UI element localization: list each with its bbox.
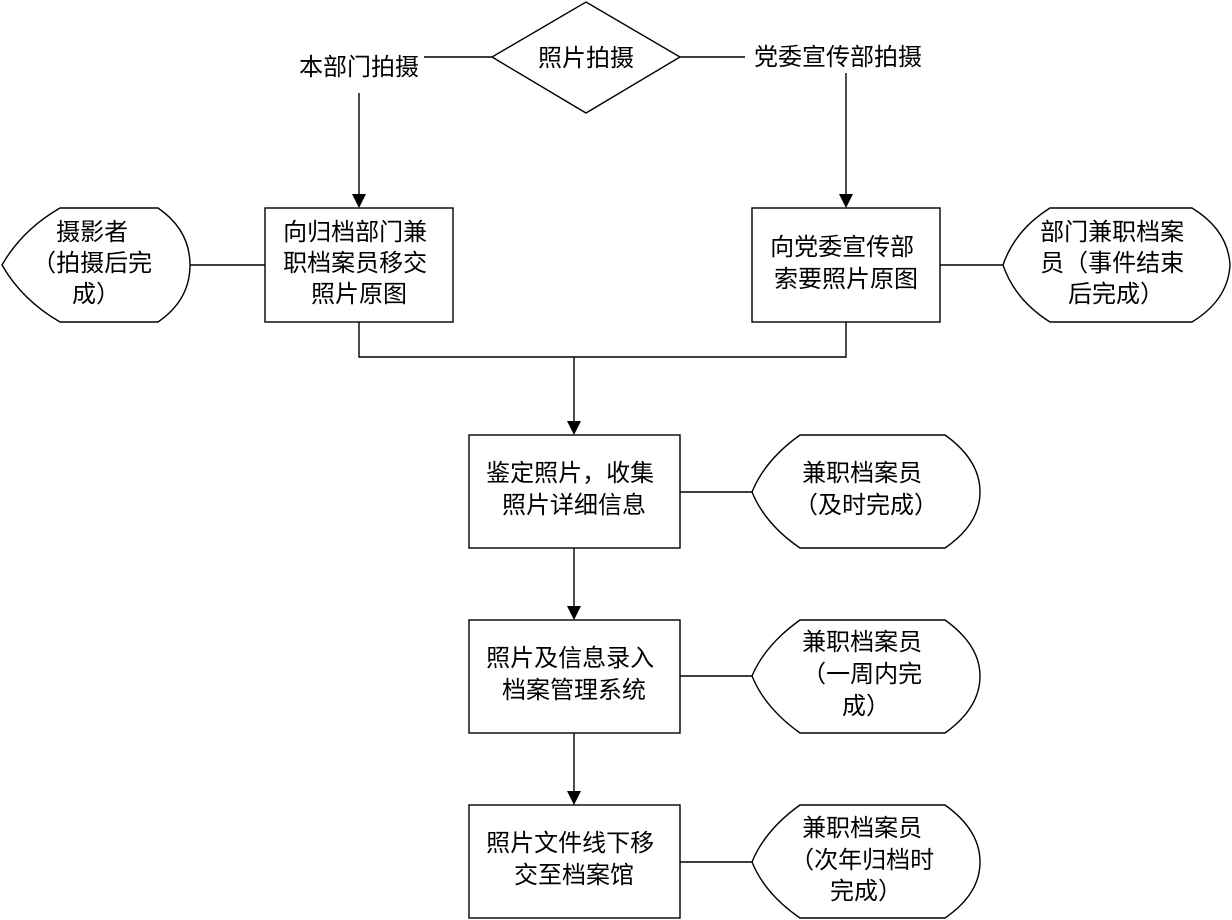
arrowhead-step3 xyxy=(567,606,581,620)
actor-archivist-timely xyxy=(751,434,981,549)
decision-label: 照片拍摄 xyxy=(538,44,634,72)
actor-archivist-week xyxy=(751,619,981,734)
arrowhead-step4 xyxy=(567,791,581,805)
arrowhead-left xyxy=(352,194,366,208)
process-box-transfer-archive-text: 照片文件线下移 交至档案馆 xyxy=(486,829,662,889)
actor-photographer-text: 摄影者 （拍摄后完 成） xyxy=(32,218,160,308)
decision-diamond xyxy=(490,1,682,114)
actor-dept-archivist xyxy=(1002,207,1231,323)
actor-photographer xyxy=(1,207,191,323)
branch-label-right: 党委宣传部拍摄 xyxy=(754,43,922,71)
arrowhead-step2 xyxy=(567,421,581,435)
actor-archivist-timely-text: 兼职档案员 （及时完成） xyxy=(794,459,938,519)
actor-dept-archivist-text: 部门兼职档案 员（事件结束 后完成） xyxy=(1040,218,1192,308)
actor-archivist-week-text: 兼职档案员 （一周内完 成） xyxy=(802,628,930,720)
connector-merge xyxy=(358,322,847,358)
process-box-appraise xyxy=(468,434,681,549)
process-box-request-original-text: 向党委宣传部 索要照片原图 xyxy=(770,233,922,293)
actor-archivist-nextyear xyxy=(751,804,981,919)
actor-archivist-nextyear-text: 兼职档案员 （次年归档时 完成） xyxy=(790,814,942,905)
process-box-enter-system xyxy=(468,619,681,734)
arrowhead-right xyxy=(839,194,853,208)
process-box-transfer-original-text: 向归档部门兼 职档案员移交 照片原图 xyxy=(283,218,435,308)
process-box-appraise-text: 鉴定照片，收集 照片详细信息 xyxy=(486,459,662,519)
process-box-request-original xyxy=(751,207,941,323)
process-box-transfer-archive xyxy=(468,804,681,919)
process-box-enter-system-text: 照片及信息录入 档案管理系统 xyxy=(486,644,662,704)
process-box-transfer-original xyxy=(264,207,454,323)
branch-label-left: 本部门拍摄 xyxy=(299,53,419,81)
